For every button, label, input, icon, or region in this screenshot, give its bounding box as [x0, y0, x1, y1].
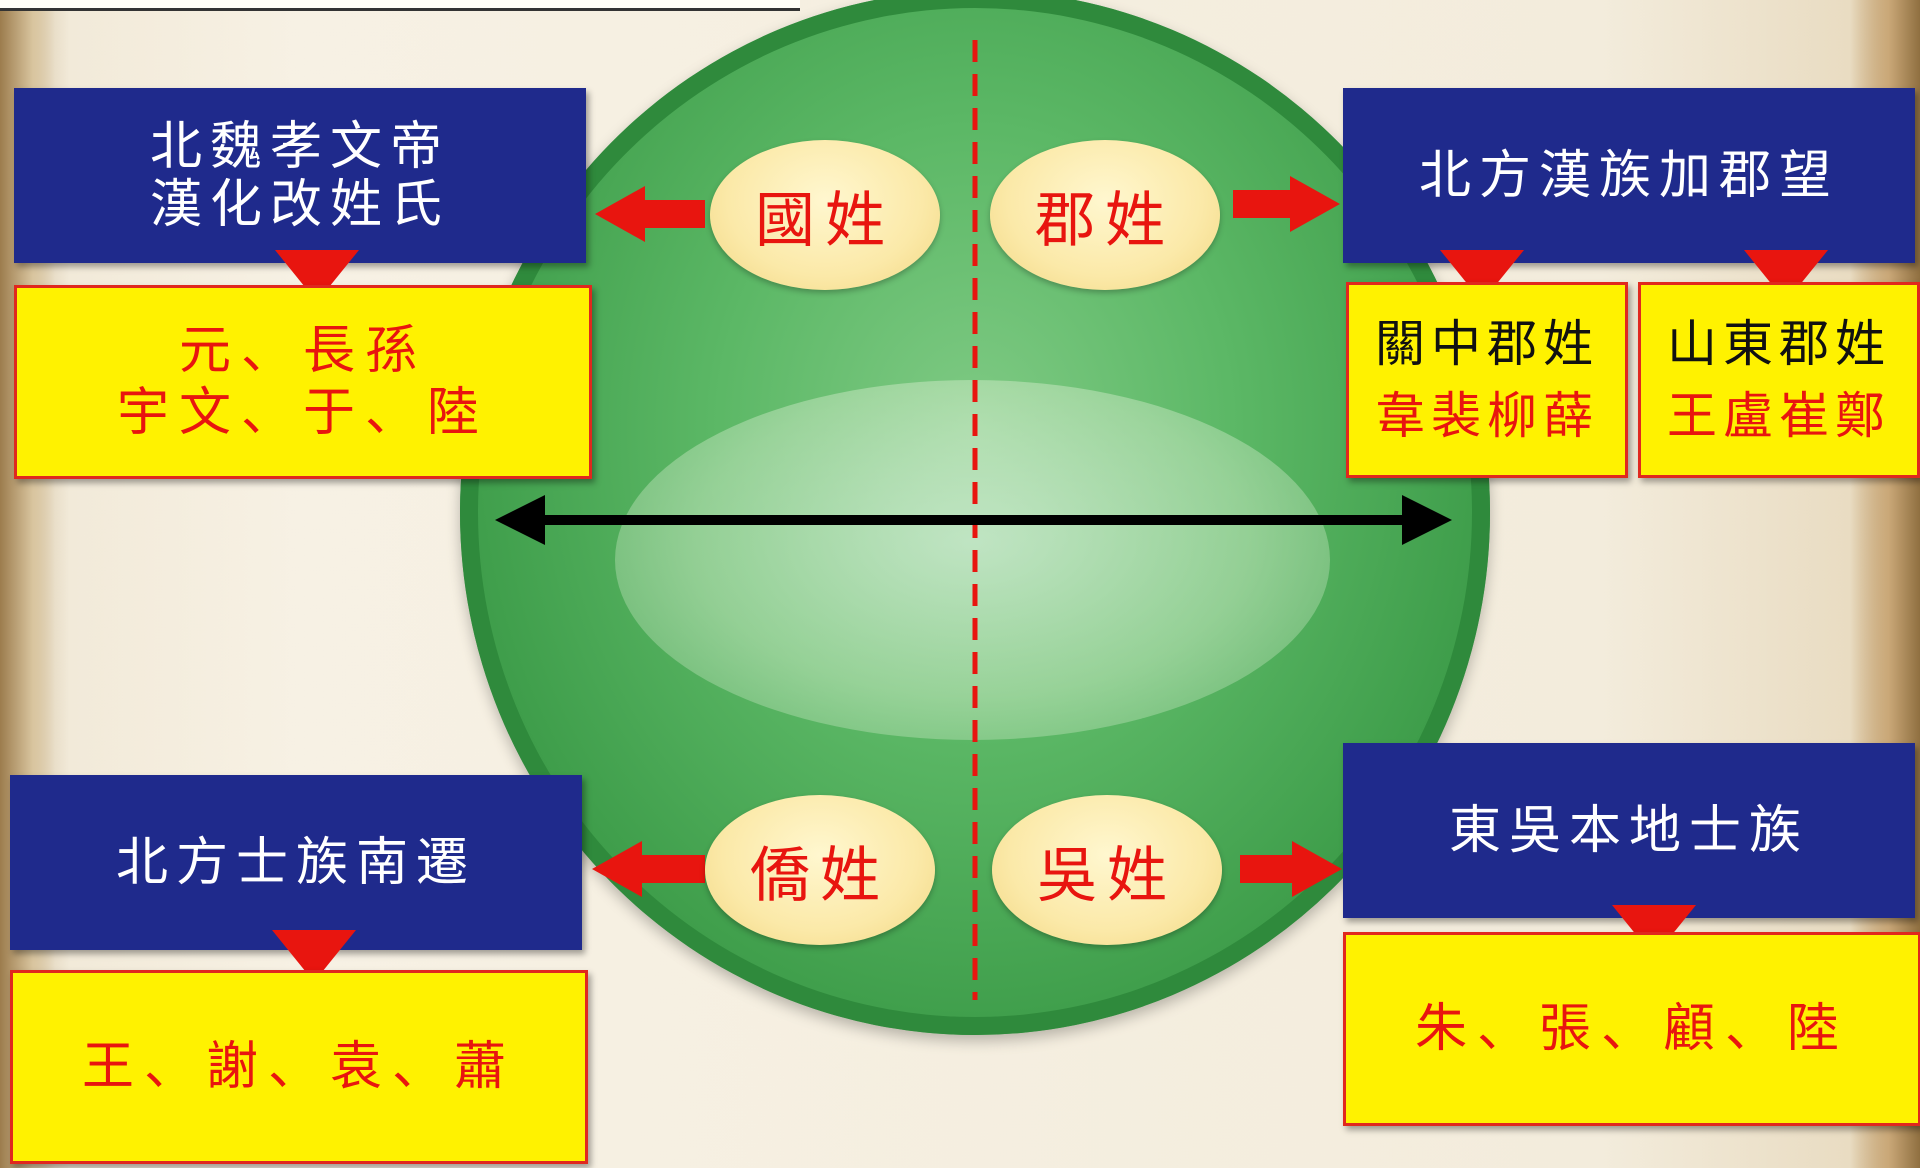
oval-qiao-label: 僑姓 — [750, 840, 890, 911]
northern-wei-title-line1: 北魏孝文帝 — [149, 116, 450, 177]
northern-han-title: 北方漢族加郡望 — [1418, 145, 1839, 206]
northern-wei-surnames-line1: 元、長孫 — [178, 321, 427, 381]
shandong-names: 王盧崔鄭 — [1667, 387, 1891, 445]
box-shandong: 山東郡姓 王盧崔鄭 — [1638, 282, 1920, 478]
black-arrowhead-right — [1402, 495, 1452, 545]
oval-qiao-xing: 僑姓 — [705, 795, 935, 945]
box-northern-gentry: 北方士族南遷 — [10, 775, 582, 950]
oval-wu-label: 吳姓 — [1037, 840, 1177, 911]
red-arrow-wu — [1240, 841, 1342, 897]
box-northern-wei-surnames: 元、長孫 宇文、于、陸 — [14, 285, 592, 479]
box-wu-surnames: 朱、張、顧、陸 — [1343, 932, 1920, 1126]
oval-guo-xing: 國姓 — [710, 140, 940, 290]
oval-jun-label: 郡姓 — [1035, 185, 1175, 256]
wu-surnames: 朱、張、顧、陸 — [1414, 999, 1849, 1059]
box-northern-han: 北方漢族加郡望 — [1343, 88, 1915, 263]
northern-wei-surnames-line2: 宇文、于、陸 — [116, 383, 489, 443]
box-guanzhong: 關中郡姓 韋裴柳薛 — [1346, 282, 1628, 478]
top-strip — [0, 0, 800, 11]
eastern-wu-title: 東吳本地士族 — [1448, 800, 1809, 861]
red-arrow-qiao — [592, 841, 705, 897]
guanzhong-names: 韋裴柳薛 — [1375, 387, 1599, 445]
northern-wei-title-line2: 漢化改姓氏 — [149, 174, 450, 235]
qiao-surnames: 王、謝、袁、蕭 — [81, 1037, 516, 1097]
red-arrow-guo — [595, 186, 705, 242]
shandong-label: 山東郡姓 — [1667, 315, 1891, 373]
black-arrowhead-left — [495, 495, 545, 545]
box-eastern-wu: 東吳本地士族 — [1343, 743, 1915, 918]
northern-gentry-title: 北方士族南遷 — [115, 832, 476, 893]
oval-wu-xing: 吳姓 — [992, 795, 1222, 945]
box-qiao-surnames: 王、謝、袁、蕭 — [10, 970, 588, 1164]
oval-guo-label: 國姓 — [755, 185, 895, 256]
box-northern-wei: 北魏孝文帝 漢化改姓氏 — [14, 88, 586, 263]
guanzhong-label: 關中郡姓 — [1375, 315, 1599, 373]
red-arrow-jun — [1233, 176, 1340, 232]
oval-jun-xing: 郡姓 — [990, 140, 1220, 290]
